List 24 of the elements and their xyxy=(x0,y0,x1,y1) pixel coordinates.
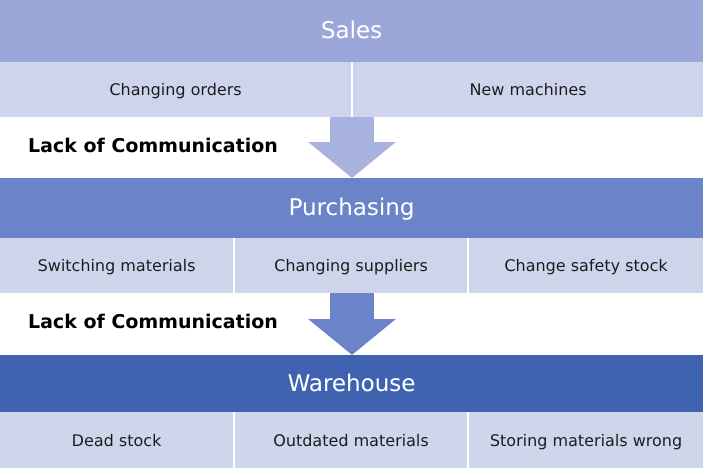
cell-text: Changing suppliers xyxy=(274,256,428,275)
cell xyxy=(469,412,703,468)
cell-text: Change safety stock xyxy=(504,256,668,275)
cell xyxy=(0,412,233,468)
cell xyxy=(0,238,233,293)
cell-text: New machines xyxy=(469,80,587,99)
cell xyxy=(235,238,467,293)
band-title: Sales xyxy=(320,18,382,44)
cell xyxy=(235,412,467,468)
band-title: Warehouse xyxy=(288,370,416,396)
cell-text: Switching materials xyxy=(38,256,196,275)
cell xyxy=(0,62,351,117)
cell-text: Dead stock xyxy=(72,430,162,450)
block-arrow xyxy=(308,293,396,355)
cell-text: Changing orders xyxy=(109,80,242,99)
band-title: Purchasing xyxy=(288,195,414,221)
header-band xyxy=(0,0,703,62)
cell-text: Outdated materials xyxy=(273,430,429,450)
cell xyxy=(353,62,703,117)
header-band xyxy=(0,355,703,412)
block-arrow xyxy=(308,117,396,178)
cell-text: Storing materials wrong xyxy=(490,430,682,450)
cell xyxy=(469,238,703,293)
header-band xyxy=(0,178,703,238)
